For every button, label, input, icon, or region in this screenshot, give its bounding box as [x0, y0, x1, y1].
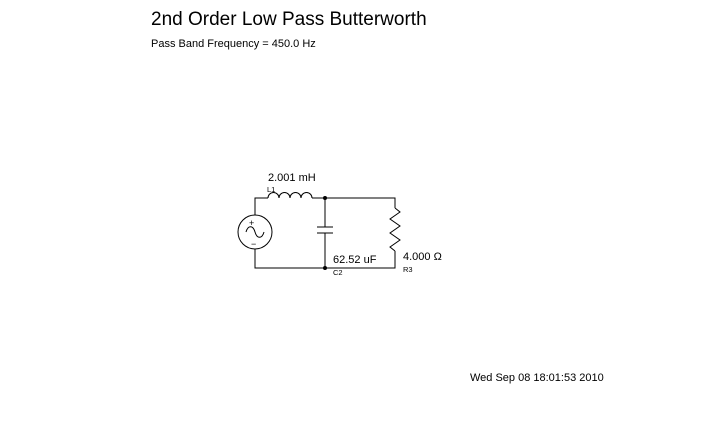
page-title: 2nd Order Low Pass Butterworth — [151, 9, 427, 30]
ac-source-symbol: + − — [237, 214, 273, 250]
junction-dot-top — [323, 196, 327, 200]
sine-wave-icon — [245, 226, 265, 238]
resistor-value-label: 4.000 Ω — [403, 251, 442, 263]
source-minus-sign: − — [251, 239, 256, 249]
inductor-ref-label: L1 — [267, 185, 275, 194]
resistor-symbol — [389, 207, 401, 252]
source-plus-sign: + — [249, 218, 254, 228]
timestamp: Wed Sep 08 18:01:53 2010 — [470, 372, 604, 384]
junction-dot-bottom — [323, 266, 327, 270]
wire-top-right — [312, 197, 396, 208]
capacitor-symbol — [317, 198, 333, 268]
inductor-symbol — [267, 192, 313, 199]
passband-frequency-label: Pass Band Frequency = 450.0 Hz — [151, 38, 316, 50]
capacitor-ref-label: C2 — [333, 268, 343, 277]
resistor-ref-label: R3 — [403, 265, 413, 274]
wire-top-left — [254, 197, 268, 215]
capacitor-value-label: 62.52 uF — [333, 254, 377, 266]
inductor-value-label: 2.001 mH — [268, 172, 316, 184]
